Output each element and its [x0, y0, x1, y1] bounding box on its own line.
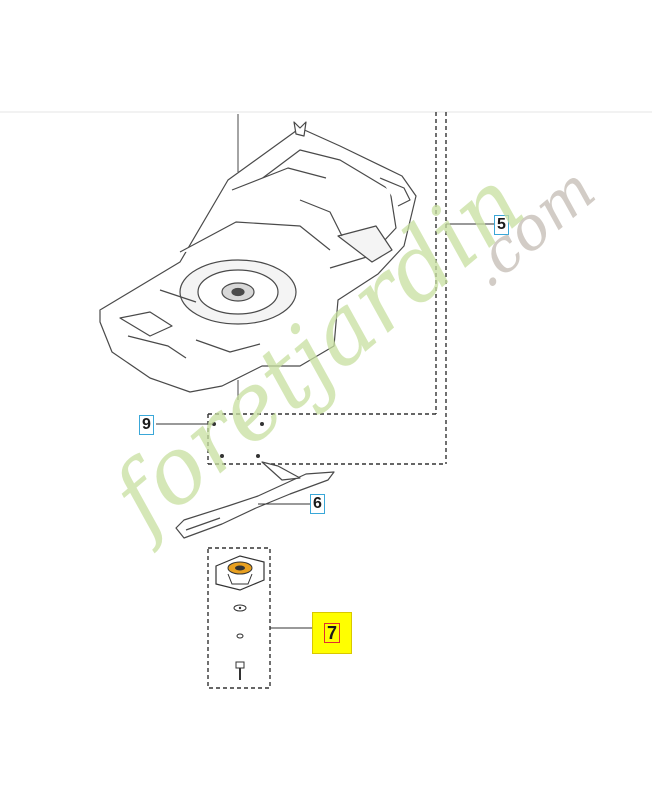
blade [175, 461, 335, 539]
callout-7[interactable]: 7 [312, 612, 352, 654]
callout-5[interactable]: 5 [494, 215, 509, 235]
bracket-5 [207, 112, 447, 465]
callout-7-label: 7 [323, 623, 340, 643]
hub-assembly [207, 547, 271, 689]
callout-9[interactable]: 9 [139, 415, 154, 435]
mower-deck [99, 114, 417, 400]
callout-6[interactable]: 6 [310, 494, 325, 514]
screws-9 [212, 422, 264, 458]
